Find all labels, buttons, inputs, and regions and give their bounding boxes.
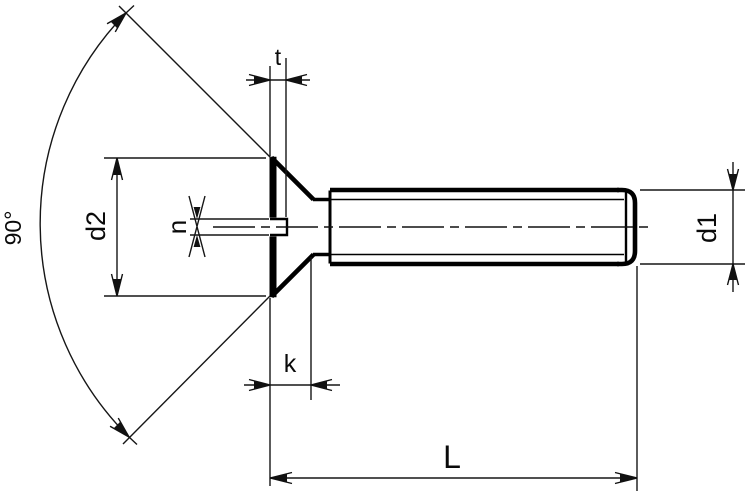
dim-k: k: [244, 257, 340, 400]
dim-d1: d1: [640, 162, 745, 292]
arc-arrowbarb-bottom: [109, 417, 131, 439]
dim-d2-arrow-top: [113, 158, 121, 175]
dim-n-arrow-top: [193, 207, 201, 219]
dim-t-barb-right: [283, 73, 308, 87]
dim-d2: d2: [81, 157, 266, 297]
dim-d2-ext-lines: [104, 157, 266, 297]
dim-d1-ext-lines: [640, 189, 745, 265]
angle-line-top: [118, 5, 272, 159]
dim-d1-arrow-bottom: [729, 264, 737, 280]
dim-t-label: t: [275, 44, 282, 70]
dim-L-arrow-right: [620, 474, 637, 482]
dim-n-label: n: [162, 220, 192, 234]
dim-d1-arrow-top: [729, 174, 737, 190]
dim-d2-barb-bottom: [110, 273, 124, 297]
dim-k-barb-right: [308, 378, 333, 392]
dim-L-arrow-left: [270, 474, 287, 482]
angle-arc-end-ticks: [125, 4, 138, 446]
dim-L-label: L: [443, 439, 461, 475]
arc-arrowhead-top: [111, 13, 126, 28]
dim-n-cross-arrows: [188, 195, 206, 258]
arc-arrowhead-bottom: [114, 422, 129, 437]
dim-n-ext-lines: [190, 218, 269, 236]
screw-outline: [213, 155, 654, 299]
dim-L-barb-right: [614, 471, 638, 485]
dim-L: L: [269, 266, 638, 491]
dim-k-arrow-left: [254, 381, 270, 389]
dim-d1-barb-bottom: [726, 261, 740, 286]
dim-t-arrow-right: [286, 76, 302, 84]
cone-bottom-edge: [269, 252, 316, 299]
dim-t-ext-lines: [269, 58, 287, 217]
thread-major-lines: [330, 187, 619, 267]
end-cap: [617, 187, 638, 267]
angle-arc: [39, 12, 130, 438]
dim-t: t: [246, 44, 310, 217]
dim-L-ext-lines: [269, 266, 638, 491]
dim-d2-label: d2: [81, 211, 111, 241]
dim-t-arrow-left: [254, 76, 270, 84]
dim-k-label: k: [284, 350, 297, 378]
dim-d1-label: d1: [692, 213, 722, 243]
dim-k-arrow-right: [311, 381, 327, 389]
angle-line-bottom: [122, 295, 271, 445]
dim-n: n: [162, 195, 269, 258]
dim-t-barb-left: [248, 73, 273, 87]
dim-L-barb-left: [269, 471, 293, 485]
dim-d2-arrow-bottom: [113, 279, 121, 296]
neck-lines: [313, 197, 330, 257]
thread-root-lines: [330, 198, 624, 256]
dim-d1-barb-top: [726, 168, 740, 193]
angle-annotation: 90°: [0, 4, 272, 446]
dim-n-arrow-bottom: [193, 235, 201, 247]
dim-d2-barb-top: [110, 157, 124, 181]
arc-arrowbarb-top: [106, 11, 128, 33]
angle-label: 90°: [0, 211, 26, 246]
cone-top-edge: [269, 155, 316, 202]
